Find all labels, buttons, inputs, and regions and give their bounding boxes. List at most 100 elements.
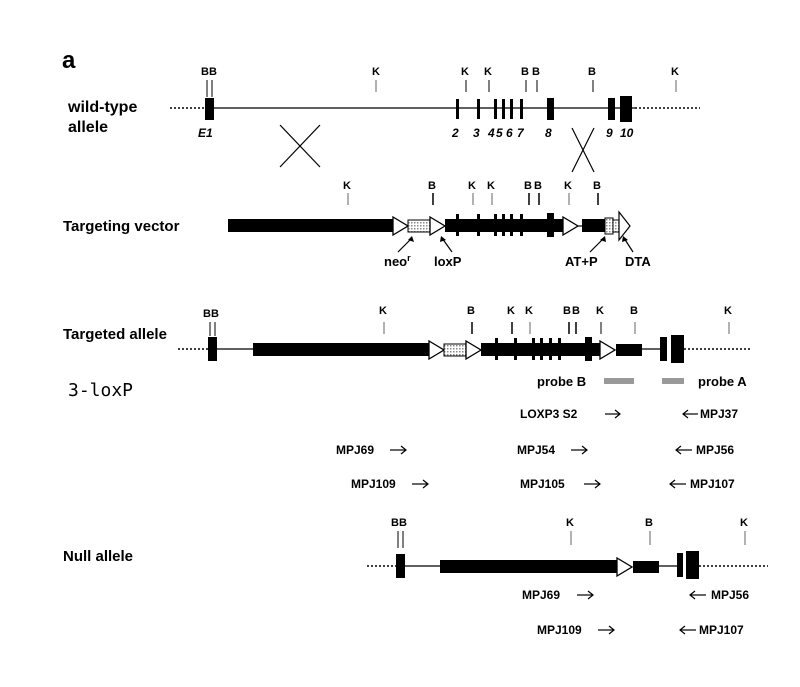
primer-mpj109-null: MPJ109	[537, 623, 582, 637]
ta-right-arm	[616, 344, 642, 356]
primer-mpj105-arrowhead	[594, 479, 601, 489]
tv-loxp-1	[392, 215, 410, 237]
ta-site-B: B	[563, 305, 571, 317]
primer-mpj109-ta: MPJ109	[351, 477, 396, 491]
null-exon-9	[677, 553, 683, 577]
wt-site-B: B	[532, 66, 540, 78]
atp-pointer-head	[600, 236, 606, 242]
ta-exon	[585, 337, 592, 361]
wt-exon-4	[494, 99, 497, 119]
ta-site-B: B	[211, 308, 219, 320]
wt-site-B: B	[201, 66, 209, 78]
wild-type-label-line1: wild-type	[67, 99, 137, 116]
null-site-B: B	[645, 517, 653, 529]
ta-site-B: B	[203, 308, 211, 320]
primer-mpj56-ta: MPJ56	[696, 443, 734, 457]
tv-site-K: K	[564, 180, 572, 192]
wt-exon-label-9: 9	[606, 126, 613, 140]
ta-loxp-2	[465, 339, 483, 361]
tv-atp	[604, 217, 614, 235]
tv-exon	[547, 213, 554, 237]
primer-mpj107-null-arrowhead	[679, 625, 686, 635]
wt-exon-label-7: 7	[517, 126, 525, 140]
primer-mpj69-ta-arrowhead	[400, 445, 407, 455]
ta-loxp-3	[599, 339, 617, 361]
neo-pointer-head	[408, 236, 414, 242]
wt-site-K: K	[372, 66, 380, 78]
loxp-label: loxP	[434, 254, 462, 269]
wt-exon-2	[456, 99, 459, 119]
probe-b-label: probe B	[537, 374, 586, 389]
wt-exon-label-5: 5	[496, 126, 503, 140]
tv-exon	[494, 214, 497, 236]
primer-mpj107-null: MPJ107	[699, 623, 744, 637]
tv-site-B: B	[524, 180, 532, 192]
tv-neo-cassette	[407, 219, 431, 233]
tv-loxp-3	[562, 215, 580, 237]
primer-mpj37-arrowhead	[682, 409, 689, 419]
wt-site-K: K	[461, 66, 469, 78]
wt-exon-10	[620, 96, 632, 122]
ta-exon	[514, 338, 517, 360]
ta-neo-cassette	[443, 343, 467, 357]
tv-exon	[477, 214, 480, 236]
crossover-right	[571, 127, 595, 173]
ta-site-K: K	[596, 305, 604, 317]
tv-site-K: K	[343, 180, 351, 192]
null-arm	[440, 560, 617, 573]
wt-exon-E1	[205, 98, 214, 120]
null-loxp	[616, 556, 634, 578]
primer-mpj107-ta-arrowhead	[669, 479, 676, 489]
null-allele: Null allele B B K B K MPJ69 MPJ56 MPJ109	[63, 517, 768, 637]
null-exon-E1	[396, 554, 405, 578]
ta-left-arm	[253, 343, 429, 356]
tv-right-arm	[582, 219, 605, 232]
primer-mpj109-null-arrowhead	[608, 625, 615, 635]
ta-exon	[532, 338, 535, 360]
wt-site-B: B	[209, 66, 217, 78]
wt-site-K: K	[484, 66, 492, 78]
probe-b-bar	[604, 378, 634, 384]
null-allele-label: Null allele	[63, 548, 133, 565]
tv-site-B: B	[593, 180, 601, 192]
ta-exon-E1	[208, 337, 217, 361]
dta-label: DTA	[625, 254, 651, 269]
tv-dta-arrow	[618, 210, 631, 242]
wt-exon-8	[547, 98, 554, 120]
dta-pointer-head	[622, 236, 628, 242]
primer-loxp3s2: LOXP3 S2	[520, 407, 578, 421]
ta-site-K: K	[507, 305, 515, 317]
wt-exon-6	[510, 99, 513, 119]
null-site-B: B	[399, 517, 407, 529]
atp-label: AT+P	[565, 254, 598, 269]
primer-mpj56-null: MPJ56	[711, 588, 749, 602]
tv-loxp-2	[429, 215, 447, 237]
tv-site-K: K	[468, 180, 476, 192]
primer-mpj54: MPJ54	[517, 443, 555, 457]
wt-site-B: B	[521, 66, 529, 78]
null-site-K: K	[566, 517, 574, 529]
tv-site-K: K	[487, 180, 495, 192]
null-site-K: K	[740, 517, 748, 529]
wt-exon-5	[502, 99, 505, 119]
targeted-allele-label: Targeted allele	[63, 326, 167, 343]
crossover-marks	[279, 124, 595, 173]
tv-left-arm	[228, 219, 393, 232]
probe-a-bar	[662, 378, 684, 384]
wt-exon-label-4: 4	[487, 126, 495, 140]
wt-site-B: B	[588, 66, 596, 78]
primer-mpj56-null-arrowhead	[689, 590, 696, 600]
primer-mpj109-ta-arrowhead	[422, 479, 429, 489]
wt-exon-label-E1: E1	[198, 126, 213, 140]
ta-site-B: B	[467, 305, 475, 317]
ta-site-K: K	[379, 305, 387, 317]
wt-exon-label-8: 8	[545, 126, 552, 140]
ta-site-K: K	[724, 305, 732, 317]
wt-exon-label-6: 6	[506, 126, 513, 140]
primer-mpj69-null-arrowhead	[587, 590, 594, 600]
tv-exon	[456, 214, 459, 236]
ta-site-K: K	[525, 305, 533, 317]
probe-a-label: probe A	[698, 374, 747, 389]
